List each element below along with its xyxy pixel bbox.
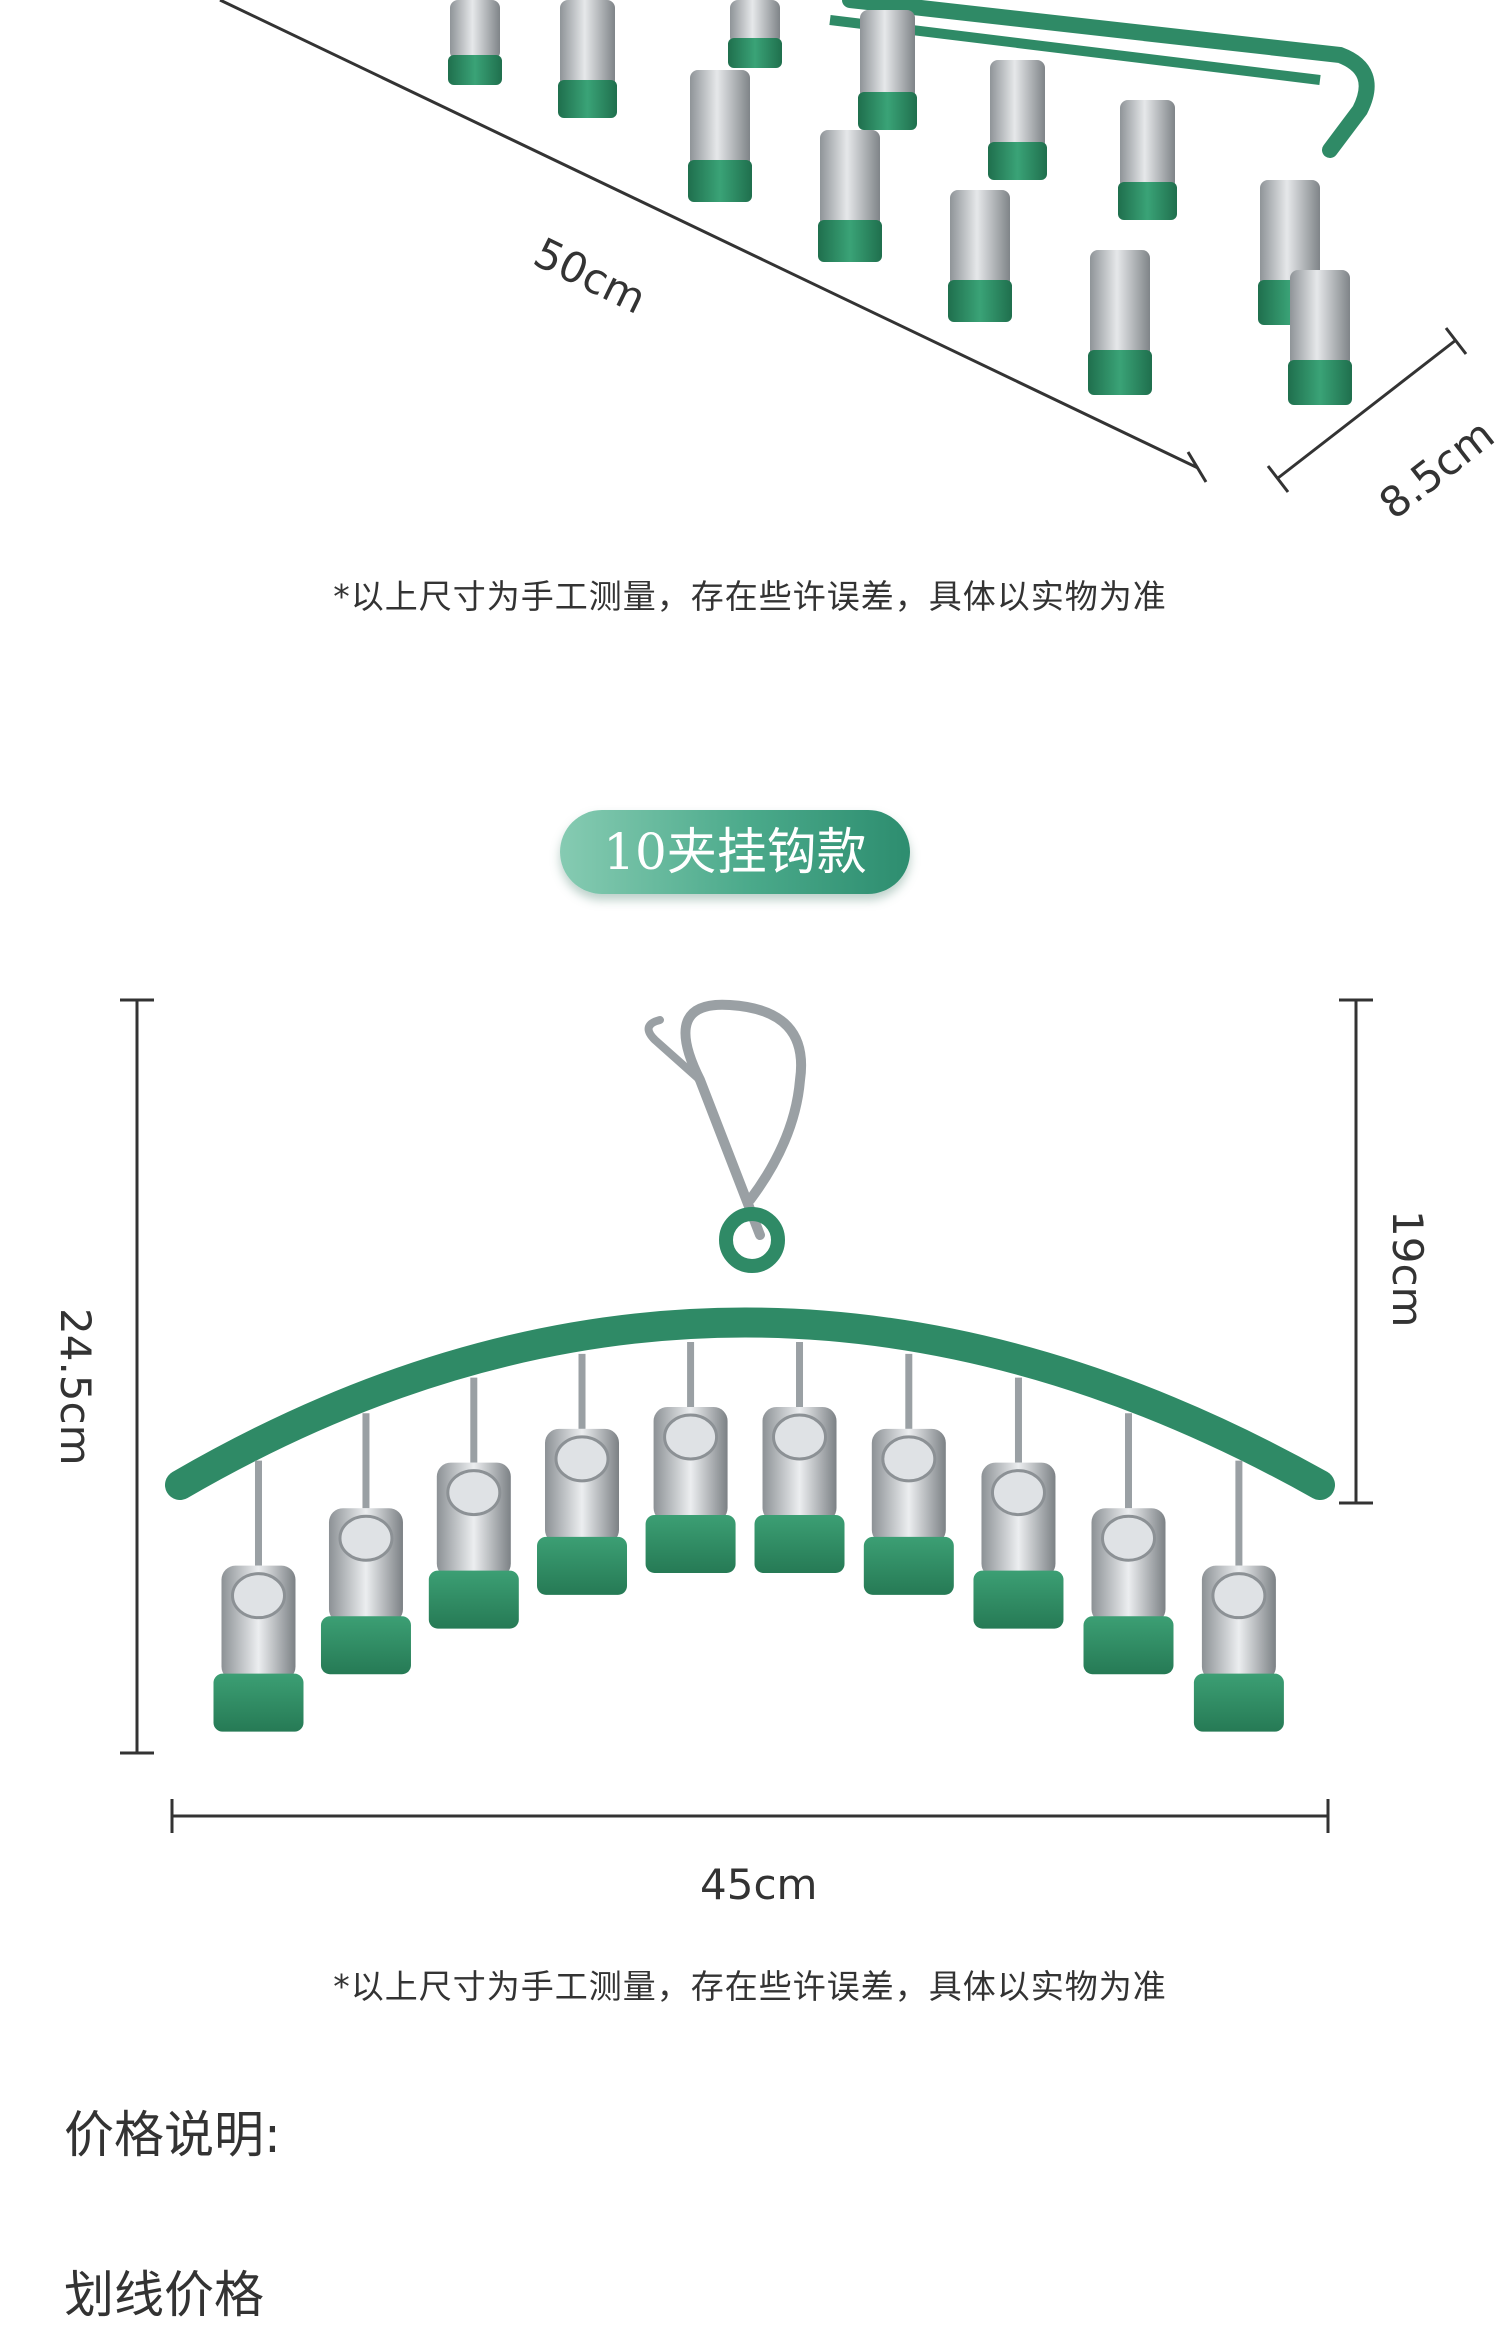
measurement-note-2: *以上尺寸为手工测量，存在些许误差，具体以实物为准 [333,1967,1167,2006]
width-dimension-line [1277,338,1457,480]
model-badge: 10夹挂钩款 [560,810,910,894]
clip [645,1341,736,1573]
measurement-note-1: *以上尺寸为手工测量，存在些许误差，具体以实物为准 [333,577,1167,616]
clip [213,1460,304,1732]
ten-clip-hanger-illustration [120,998,1373,1833]
clip [1193,1460,1284,1732]
clip [320,1413,411,1675]
clip [428,1377,519,1629]
length-dimension-line [219,0,1199,470]
clip [973,1377,1064,1629]
width-label-45: 45cm [700,1860,818,1909]
strikethrough-price-heading: 划线价格 [64,2266,264,2324]
hook-height-dimension [1339,998,1373,1505]
height-dimension [120,998,154,1755]
width-dimension [170,1799,1330,1833]
clip [537,1353,628,1595]
hanger-arch [165,1307,1335,1500]
long-hanger-illustration [219,0,1468,493]
clip [863,1353,954,1595]
hook-height-label-rotated: 19cm [1383,1210,1432,1328]
price-heading: 价格说明: [64,2106,281,2164]
hook-icon [644,999,807,1273]
clip [1083,1413,1174,1675]
clip [754,1341,845,1573]
height-label: 24.5cm [51,1308,100,1466]
